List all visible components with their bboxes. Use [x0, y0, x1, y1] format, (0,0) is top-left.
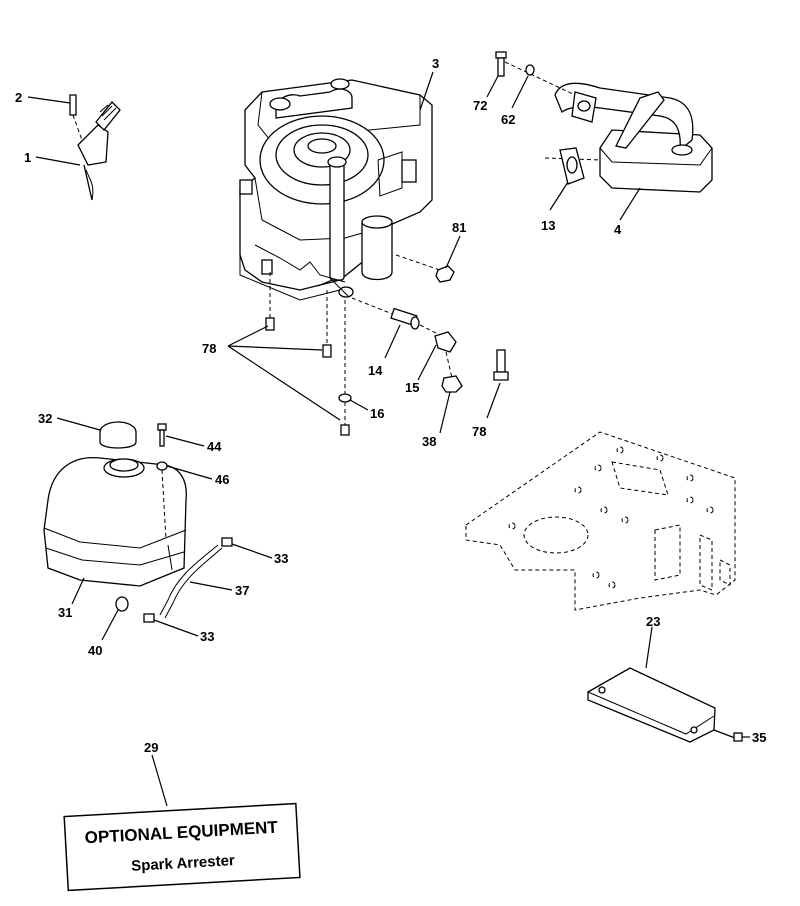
- callout-13: 13: [541, 218, 555, 233]
- callout-33-upper: 33: [274, 551, 288, 566]
- callout-46: 46: [215, 472, 229, 487]
- callout-23: 23: [646, 614, 660, 629]
- callout-1: 1: [24, 150, 31, 165]
- callout-62: 62: [501, 112, 515, 127]
- callout-labels: 3 2 1 72 62 13 4 81 78 14 15 16 38 78 32…: [15, 56, 766, 755]
- engine-mount-bolts: [265, 272, 352, 436]
- callout-78-engine: 78: [202, 341, 216, 356]
- spark-arrester-label: Spark Arrester: [131, 852, 236, 875]
- gasket-part: [559, 147, 585, 185]
- callout-40: 40: [88, 643, 102, 658]
- optional-equipment-box: OPTIONAL EQUIPMENT Spark Arrester: [63, 802, 301, 892]
- callout-31: 31: [58, 605, 72, 620]
- callout-3: 3: [432, 56, 439, 71]
- callout-15: 15: [405, 380, 419, 395]
- callout-29: 29: [144, 740, 158, 755]
- callout-2: 2: [15, 90, 22, 105]
- callout-32: 32: [38, 411, 52, 426]
- engine-part: [239, 78, 433, 301]
- callout-78-bolt: 78: [472, 424, 486, 439]
- leader-lines: [27, 71, 750, 807]
- callout-35: 35: [752, 730, 766, 745]
- callout-81: 81: [452, 220, 466, 235]
- callout-38: 38: [422, 434, 436, 449]
- callout-4: 4: [614, 222, 622, 237]
- bolt-78: [493, 349, 509, 381]
- heat-shield-part: [587, 667, 716, 743]
- callout-37: 37: [235, 583, 249, 598]
- oil-drain-parts: [351, 254, 463, 393]
- callout-33-lower: 33: [200, 629, 214, 644]
- chassis-plate-part: [465, 431, 736, 611]
- throttle-control-part: [69, 94, 121, 201]
- callout-16: 16: [370, 406, 384, 421]
- callout-72: 72: [473, 98, 487, 113]
- muffler-part: [544, 82, 713, 193]
- tank-hardware: [115, 423, 168, 612]
- fuel-line-part: [143, 537, 233, 623]
- fuel-tank-part: [43, 421, 187, 587]
- callout-44: 44: [207, 439, 222, 454]
- callout-14: 14: [368, 363, 383, 378]
- muffler-bolt: [495, 51, 576, 96]
- screw-35: [713, 729, 743, 742]
